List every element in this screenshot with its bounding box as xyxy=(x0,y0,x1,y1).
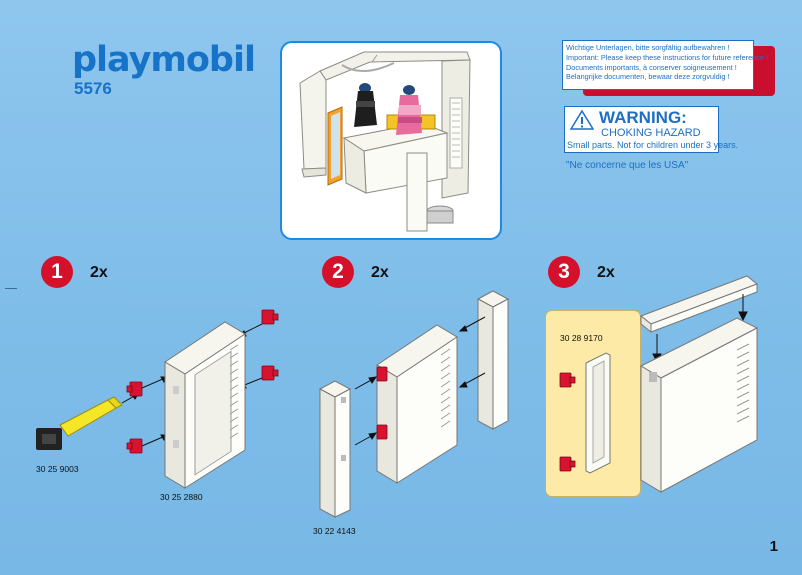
assembled-product-illustration xyxy=(280,41,502,240)
warning-title: WARNING: xyxy=(599,108,687,127)
part-number-tool: 30 25 9003 xyxy=(36,464,79,474)
step-1-quantity: 2x xyxy=(90,264,108,281)
pillar-right xyxy=(476,290,510,430)
step-3-quantity: 2x xyxy=(597,264,615,281)
notice-line-fr: Documents importants, à conserver soigne… xyxy=(566,62,737,72)
door-with-connectors xyxy=(559,352,611,474)
step-2-quantity: 2x xyxy=(371,264,389,281)
connector-tool xyxy=(36,396,123,450)
keep-instructions-notice: Wichtige Unterlagen, bitte sorgfältig au… xyxy=(562,40,768,90)
choking-hazard-warning: WARNING: CHOKING HAZARD Small parts. Not… xyxy=(564,106,738,153)
wall-panel xyxy=(376,324,458,484)
brand-logo: playmobil xyxy=(72,40,256,80)
step-1-number: 1 xyxy=(41,256,73,288)
step-3-number: 3 xyxy=(548,256,580,288)
part-number-door: 30 28 9170 xyxy=(560,333,603,343)
wall-panel xyxy=(164,321,246,489)
notice-line-en: Important: Please keep these instruction… xyxy=(566,52,768,62)
step-1-diagram xyxy=(36,309,279,489)
step-3-diagram xyxy=(639,275,759,493)
warning-detail: Small parts. Not for children under 3 ye… xyxy=(567,140,739,150)
part-number-pillar: 30 22 4143 xyxy=(313,526,356,536)
margin-tick xyxy=(5,288,17,289)
display-cabinet-illustration xyxy=(299,51,471,232)
part-number-panel: 30 25 2880 xyxy=(160,492,203,502)
step-2-diagram xyxy=(318,290,510,518)
usa-note: "Ne concerne que les USA" xyxy=(566,160,689,171)
warning-triangle-icon xyxy=(570,110,594,130)
page-number: 1 xyxy=(769,538,778,555)
pillar-left xyxy=(318,380,352,518)
notice-line-de: Wichtige Unterlagen, bitte sorgfältig au… xyxy=(566,43,730,52)
roof-rail xyxy=(640,275,758,334)
step-2-number: 2 xyxy=(322,256,354,288)
model-number: 5576 xyxy=(74,79,112,98)
warning-subtitle: CHOKING HAZARD xyxy=(601,127,701,139)
wall-panel xyxy=(639,317,759,493)
notice-line-nl: Belangrijke documenten, bewaar deze zorg… xyxy=(566,72,730,82)
